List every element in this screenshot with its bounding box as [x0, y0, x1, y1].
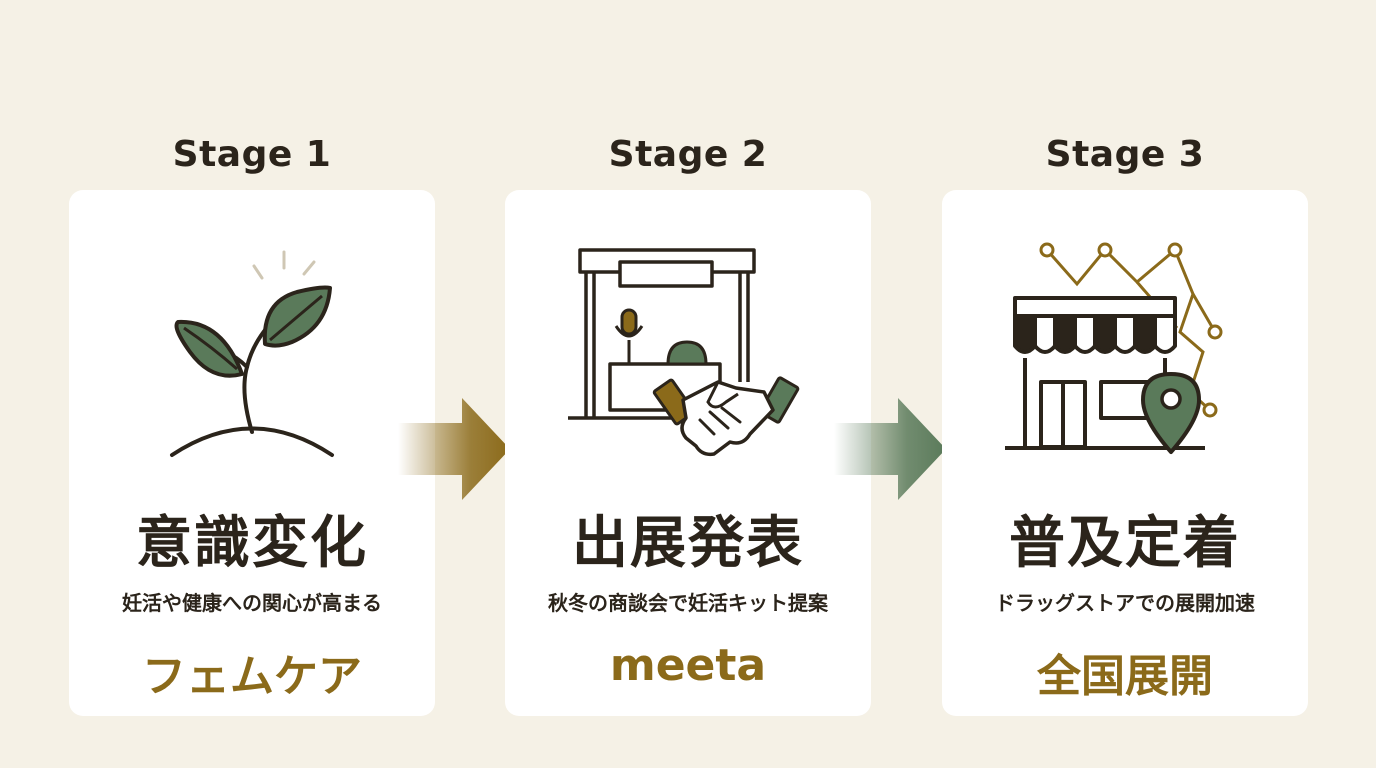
arrow-right-icon [398, 398, 510, 504]
stage-1-title: 意識変化 [136, 510, 368, 576]
stage-1-brand: フェムケア [142, 651, 362, 702]
arrow-right-icon [834, 398, 946, 504]
stage-3-label: Stage 3 [1045, 134, 1205, 175]
booth-handshake-icon [505, 242, 871, 467]
stage-2-brand: meeta [609, 640, 767, 691]
stage-2-card: 出展発表 秋冬の商談会で妊活キット提案 meeta [505, 190, 871, 716]
sprout-icon [69, 242, 435, 467]
stage-1-card: 意識変化 妊活や健康への関心が高まる フェムケア [69, 190, 435, 716]
stage-2-description: 秋冬の商談会で妊活キット提案 [548, 591, 828, 615]
stage-3-title: 普及定着 [1009, 510, 1241, 576]
stage-1-description: 妊活や健康への関心が高まる [122, 591, 382, 615]
stage-3-description: ドラッグストアでの展開加速 [995, 591, 1255, 615]
stage-1-label: Stage 1 [172, 134, 332, 175]
store-network-icon [942, 242, 1308, 467]
stage-3-brand: 全国展開 [1037, 651, 1213, 702]
stage-2-label: Stage 2 [608, 134, 768, 175]
stage-3-card: 普及定着 ドラッグストアでの展開加速 全国展開 [942, 190, 1308, 716]
stage-2-title: 出展発表 [572, 510, 804, 576]
